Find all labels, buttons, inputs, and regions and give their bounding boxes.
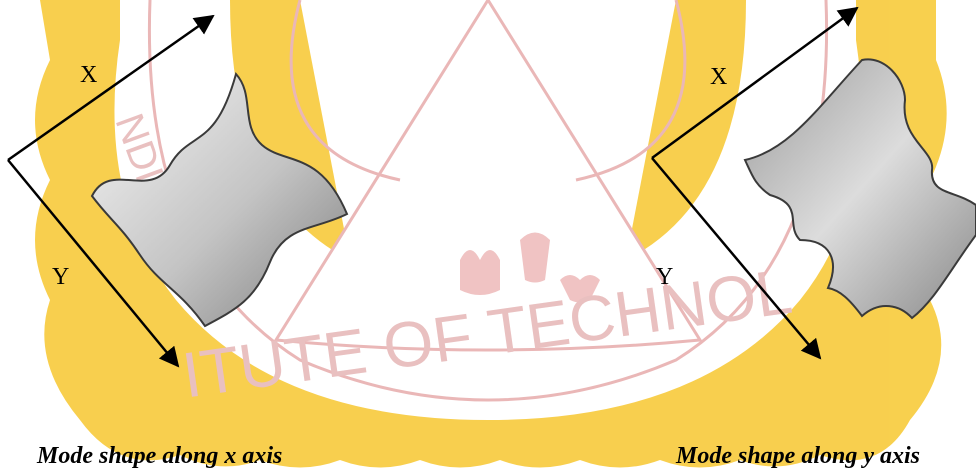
y-axis-label: Y (52, 264, 69, 290)
x-axis-label: X (80, 62, 97, 88)
x-axis-label-2: X (710, 64, 727, 90)
caption-y-mode: Mode shape along y axis (675, 443, 920, 469)
caption-x-mode: Mode shape along x axis (36, 443, 282, 469)
y-axis-label-2: Y (656, 264, 673, 290)
